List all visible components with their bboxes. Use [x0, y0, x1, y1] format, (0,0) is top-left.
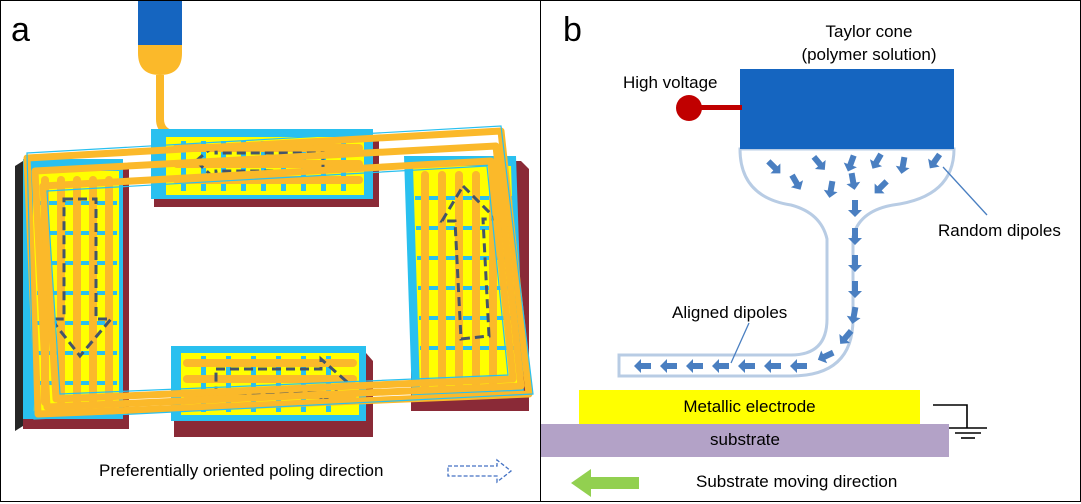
metallic-electrode [579, 390, 920, 425]
substrate-block [541, 424, 949, 457]
metallic-electrode-label: Metallic electrode [683, 397, 816, 416]
random-dipoles-callout [942, 166, 988, 216]
aligned-dipoles-label: Aligned dipoles [672, 303, 788, 322]
aligned-dipoles [634, 200, 862, 373]
substrate-label: substrate [710, 430, 780, 449]
poling-direction-legend: Preferentially oriented poling direction [99, 461, 384, 480]
dashed-arrow-icon [447, 458, 513, 484]
panel-a: a Preferentially oriented poling directi… [0, 0, 541, 502]
panel-b-letter: b [563, 11, 582, 49]
fiber-loop-edges [26, 125, 534, 420]
nozzle-tip [138, 45, 182, 75]
high-voltage-knob [676, 95, 702, 121]
high-voltage-wire [696, 105, 742, 110]
nozzle-body [138, 1, 182, 45]
random-dipoles-label: Random dipoles [938, 221, 1061, 240]
substrate-moving-direction-label: Substrate moving direction [696, 472, 898, 491]
aligned-dipoles-callout [730, 322, 750, 364]
polymer-solution-label: (polymer solution) [801, 45, 937, 64]
device-right [404, 156, 529, 411]
moving-direction-arrow-icon [571, 469, 639, 497]
jet-stream [617, 147, 956, 378]
panel-b: b Taylor cone (polymer solution) High vo… [540, 0, 1081, 502]
random-dipoles [766, 152, 943, 198]
high-voltage-label: High voltage [623, 73, 718, 92]
taylor-cone-label: Taylor cone [825, 22, 913, 41]
nozzle-block [740, 69, 954, 149]
panel-b-diagram [541, 69, 988, 497]
panel-a-diagram [15, 1, 534, 484]
panel-a-letter: a [11, 11, 30, 49]
fiber-jet [156, 75, 232, 142]
ground-icon [933, 404, 987, 439]
